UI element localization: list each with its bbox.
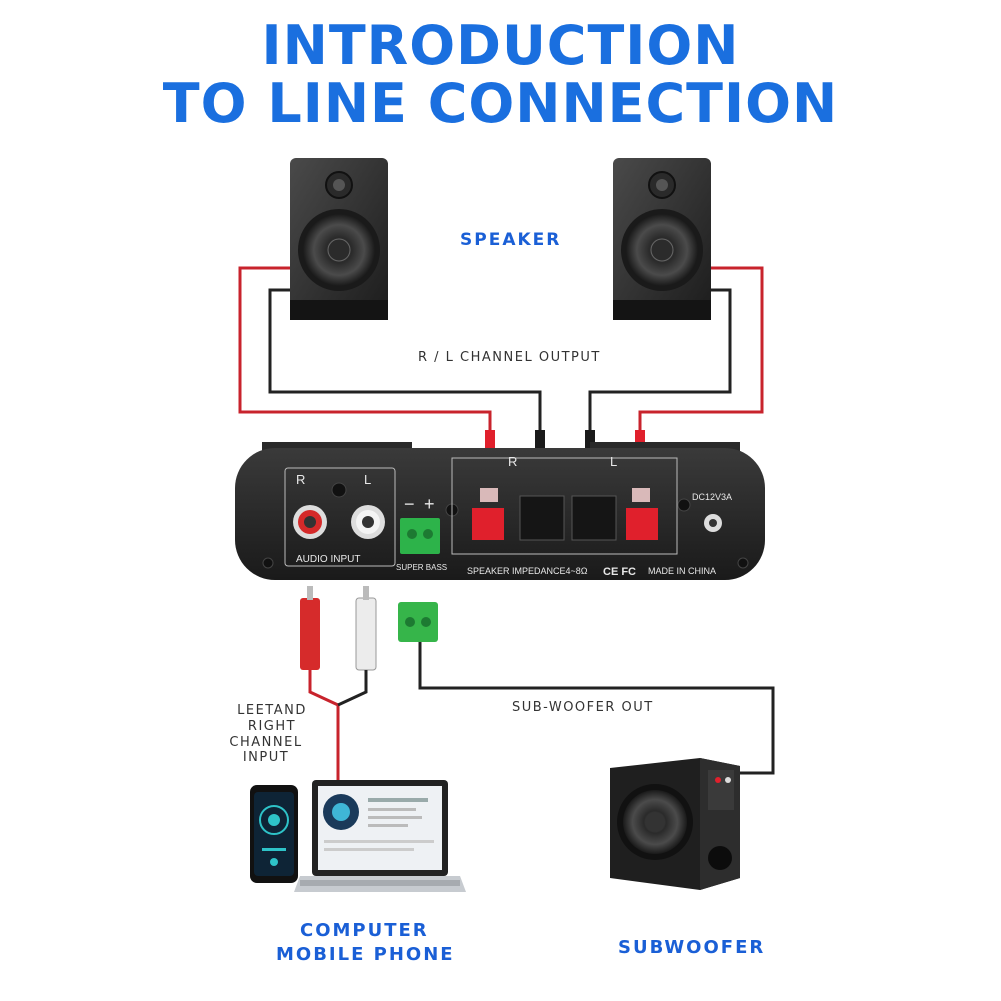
amp-ce-fc: CE FC bbox=[603, 566, 636, 578]
input-label-3: CHANNEL INPUT bbox=[206, 735, 326, 765]
amp-speaker-r: R bbox=[508, 454, 517, 469]
amp-made-in: MADE IN CHINA bbox=[648, 566, 716, 576]
amp-input-l: L bbox=[364, 472, 371, 487]
right-speaker bbox=[613, 158, 711, 320]
amp-dc: DC12V3A bbox=[692, 492, 732, 502]
mobile-phone-label: MOBILE PHONE bbox=[276, 944, 455, 965]
laptop bbox=[294, 780, 466, 892]
amp-audio-input: AUDIO INPUT bbox=[296, 554, 360, 565]
rl-output-label: R / L CHANNEL OUTPUT bbox=[418, 350, 601, 365]
input-label-1: LEETAND bbox=[232, 703, 312, 718]
left-speaker bbox=[290, 158, 388, 320]
amp-minus: − bbox=[404, 494, 415, 514]
subwoofer-unit bbox=[610, 758, 740, 890]
subwoofer-cable bbox=[398, 602, 773, 773]
amp-impedance: SPEAKER IMPEDANCE4~8Ω bbox=[467, 566, 588, 576]
subwoofer-label: SUBWOOFER bbox=[618, 937, 765, 958]
subwoofer-out-label: SUB-WOOFER OUT bbox=[512, 700, 654, 715]
amp-super-bass: SUPER BASS bbox=[396, 563, 447, 572]
amp-speaker-l: L bbox=[610, 454, 617, 469]
computer-label: COMPUTER bbox=[300, 920, 429, 941]
amp-input-r: R bbox=[296, 472, 305, 487]
speaker-label: SPEAKER bbox=[460, 230, 561, 250]
amp-plus: + bbox=[424, 494, 435, 514]
input-label-2: RIGHT bbox=[232, 719, 312, 734]
mobile-phone bbox=[250, 785, 298, 883]
